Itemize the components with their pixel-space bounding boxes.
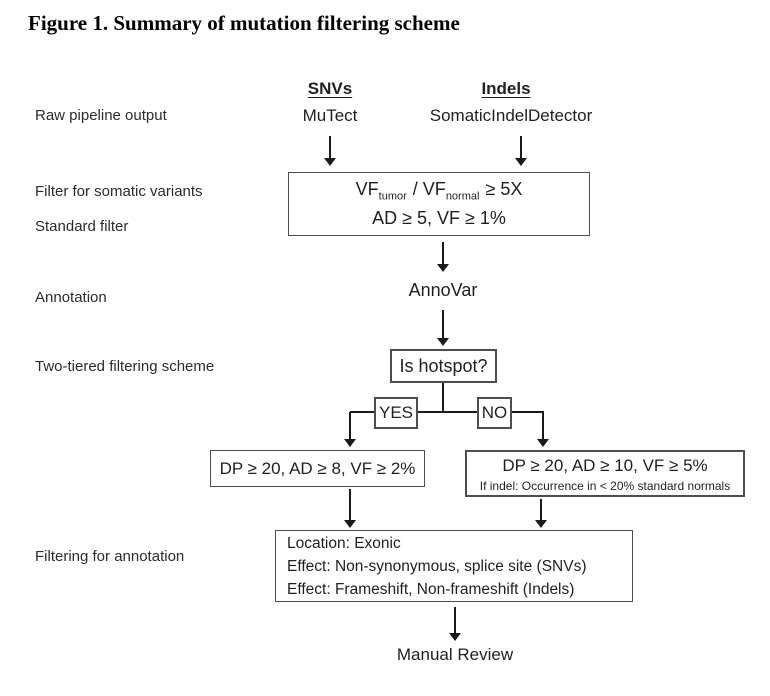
yes-label: YES — [378, 403, 414, 422]
arrow-shaft — [329, 136, 331, 158]
arrowhead-icon — [449, 633, 461, 641]
box-annotation-filter: Location: Exonic Effect: Non-synonymous,… — [275, 530, 633, 602]
annotation-filter-location: Location: Exonic — [287, 534, 401, 552]
annotation-filter-effect-indels: Effect: Frameshift, Non-frameshift (Inde… — [287, 580, 575, 598]
hotspot-question: Is hotspot? — [399, 355, 488, 376]
formula-threshold: ≥ 5X — [485, 179, 523, 199]
box-hotspot-criteria: DP ≥ 20, AD ≥ 8, VF ≥ 2% — [210, 450, 425, 487]
arrow-shaft — [349, 489, 351, 520]
box-non-hotspot-criteria: DP ≥ 20, AD ≥ 10, VF ≥ 5% If indel: Occu… — [465, 450, 745, 497]
arrow-shaft — [442, 242, 444, 264]
arrow-shaft — [520, 136, 522, 158]
box-is-hotspot: Is hotspot? — [390, 349, 497, 383]
arrow-yes-branch — [344, 412, 356, 447]
box-somatic-standard-filter: VFtumor / VFnormal ≥ 5X AD ≥ 5, VF ≥ 1% — [288, 172, 590, 236]
formula-op: / VF — [412, 179, 446, 199]
formula-sub-normal: normal — [445, 190, 480, 203]
label-filter-somatic-variants: Filter for somatic variants — [35, 183, 203, 200]
standard-filter-line: AD ≥ 5, VF ≥ 1% — [372, 208, 506, 228]
arrow-shaft — [540, 499, 542, 520]
arrow-mutect-down — [324, 136, 336, 166]
annotation-filter-effect-snvs: Effect: Non-synonymous, splice site (SNV… — [287, 557, 587, 575]
arrow-shaft — [442, 310, 444, 338]
node-manual-review: Manual Review — [396, 645, 514, 664]
label-raw-pipeline-output: Raw pipeline output — [35, 107, 167, 124]
arrow-indel-down — [515, 136, 527, 166]
arrowhead-icon — [535, 520, 547, 528]
arrowhead-icon — [537, 439, 549, 447]
label-two-tiered-scheme: Two-tiered filtering scheme — [35, 358, 215, 375]
label-standard-filter: Standard filter — [35, 218, 129, 235]
connector-branch-horizontal — [350, 411, 544, 413]
arrow-shaft — [542, 412, 544, 439]
arrow-shaft — [454, 607, 456, 633]
node-mutect: MuTect — [302, 106, 358, 125]
box-no: NO — [477, 397, 512, 429]
arrow-right-to-annotation-filter — [535, 499, 547, 528]
node-somatic-indel-detector: SomaticIndelDetector — [429, 106, 593, 125]
no-label: NO — [481, 403, 508, 422]
hotspot-criteria-line: DP ≥ 20, AD ≥ 8, VF ≥ 2% — [219, 458, 416, 478]
arrowhead-icon — [324, 158, 336, 166]
node-annovar: AnnoVar — [408, 280, 478, 300]
arrow-to-hotspot — [437, 310, 449, 346]
non-hotspot-criteria-note: If indel: Occurrence in < 20% standard n… — [479, 479, 731, 493]
figure-title: Figure 1. Summary of mutation filtering … — [28, 11, 460, 35]
arrowhead-icon — [344, 439, 356, 447]
column-header-snvs: SNVs — [307, 79, 353, 98]
arrowhead-icon — [437, 338, 449, 346]
formula-sub-tumor: tumor — [378, 190, 407, 203]
connector-hotspot-stub — [442, 383, 444, 413]
arrow-to-annovar — [437, 242, 449, 272]
arrowhead-icon — [344, 520, 356, 528]
formula-vf-tumor: VF — [355, 179, 379, 199]
arrow-left-to-annotation-filter — [344, 489, 356, 528]
arrowhead-icon — [515, 158, 527, 166]
arrow-no-branch — [537, 412, 549, 447]
column-header-indels: Indels — [481, 79, 531, 98]
box-yes: YES — [374, 397, 418, 429]
arrow-to-manual-review — [449, 607, 461, 641]
arrowhead-icon — [437, 264, 449, 272]
non-hotspot-criteria-line: DP ≥ 20, AD ≥ 10, VF ≥ 5% — [502, 456, 708, 475]
label-annotation: Annotation — [35, 289, 107, 306]
formula-somatic-filter: VFtumor / VFnormal ≥ 5X — [356, 175, 523, 204]
label-filtering-for-annotation: Filtering for annotation — [35, 548, 185, 565]
arrow-shaft — [349, 412, 351, 439]
